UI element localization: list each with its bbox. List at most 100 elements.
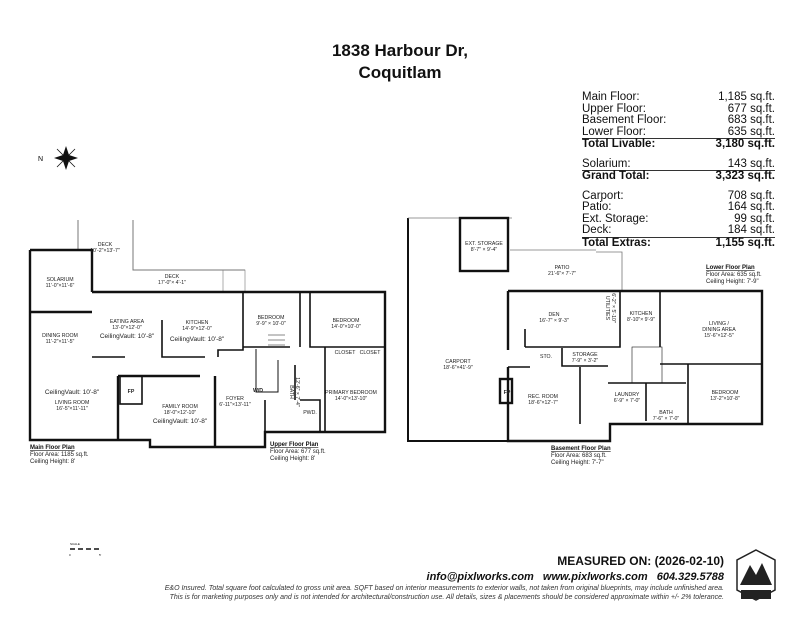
address-line-1: 1838 Harbour Dr, [331, 41, 469, 60]
kitchen-label: KITCHEN [186, 320, 209, 326]
bedroom-dim: 13'-2"×10'-8" [710, 396, 740, 402]
area-row: Deck: 184 sq.ft. [582, 224, 775, 237]
lower-ceiling-height: Ceiling Height: 7'-9" [706, 279, 759, 285]
area-label: Solarium: [582, 157, 631, 170]
fireplace-label: FP [128, 389, 135, 395]
laundry-label: LAUNDRY [615, 392, 640, 398]
eating-area-vault: CeilingVault: 10'-8" [100, 333, 155, 340]
bedroom-label: BEDROOM [712, 390, 739, 396]
upper-floor-area: Floor Area: 677 sq.ft. [270, 449, 326, 455]
area-value: 708 sq.ft. [727, 189, 775, 202]
area-label: Patio: [582, 201, 612, 213]
basement-floor-plan-title: Basement Floor Plan [551, 446, 611, 452]
closet-label: CLOSET [360, 350, 382, 356]
utilities-dim: 6'-2" × 5'-10" [610, 293, 616, 323]
bath-dim: 12'-6" × 7'-4" [294, 377, 300, 407]
scale-label: SCALE [70, 542, 80, 546]
storage-closet-label: STO. [540, 354, 552, 360]
total-livable-value: 3,180 sq.ft. [715, 138, 775, 150]
area-row: Upper Floor: 677 sq.ft. [582, 102, 775, 116]
area-label: Upper Floor: [582, 102, 646, 115]
area-label: Carport: [582, 189, 624, 202]
area-summary: Main Floor: 1,185 sq.ft. Upper Floor: 677 s… [582, 91, 775, 249]
area-value: 184 sq.ft. [727, 224, 775, 236]
kitchen-vault: CeilingVault: 10'-8" [170, 336, 225, 343]
measured-on: MEASURED ON: (2026-02-10) [557, 554, 724, 568]
bath-label: BATH [659, 410, 673, 416]
eating-area-dim: 13'-0"×12'-0" [112, 325, 142, 331]
grand-total-label: Grand Total: [582, 170, 650, 182]
area-label: Lower Floor: [582, 125, 646, 138]
living-dining-label-2: DINING AREA [702, 327, 736, 333]
lower-floor-area: Floor Area: 635 sq.ft. [706, 272, 762, 278]
area-label: Basement Floor: [582, 114, 667, 126]
compass-north-label: N [38, 156, 43, 163]
living-room-label: LIVING ROOM [55, 400, 90, 406]
area-value: 99 sq.ft. [734, 212, 775, 225]
den-label: DEN [549, 312, 560, 318]
family-room-dim: 18'-0"×12'-10" [164, 410, 197, 416]
foyer-label: FOYER [226, 396, 244, 402]
area-row: Patio: 164 sq.ft. [582, 201, 775, 214]
scale-bar: SCALE 0 5' [69, 542, 102, 557]
carport-label: CARPORT [445, 359, 471, 365]
storage-dim: 7'-9" × 3'-2" [572, 358, 599, 364]
bedroom-dim: 14'-0"×10'-0" [331, 324, 361, 330]
kitchen-dim: 8'-10"× 9'-9" [627, 317, 655, 323]
family-room-label: FAMILY ROOM [162, 404, 198, 410]
area-row: Ext. Storage:99 sq.ft. [582, 212, 775, 226]
area-label: Main Floor: [582, 91, 640, 103]
website-link[interactable]: www.pixlworks.com [542, 571, 648, 583]
bath-label: BATH [288, 385, 294, 399]
basement-lower-floor-walls [407, 216, 764, 443]
area-value: 164 sq.ft. [727, 201, 775, 213]
deck-dim: 10'-2"×13'-7" [90, 248, 120, 254]
primary-bedroom-label: PRIMARY BEDROOM [325, 390, 377, 396]
solarium-dim: 11'-0"×11'-6" [46, 283, 75, 289]
rec-room-dim: 18'-6"×12'-7" [528, 400, 558, 406]
fireplace-label: FP [504, 390, 511, 396]
bedroom-dim: 9'-9" × 10'-0" [256, 321, 286, 327]
deck-label: DECK [98, 242, 113, 248]
rec-room-label: REC. ROOM [528, 394, 558, 400]
area-value: 143 sq.ft. [727, 157, 775, 170]
lower-floor-plan-title: Lower Floor Plan [706, 265, 755, 271]
area-label: Deck: [582, 224, 612, 236]
utilities-label: UTILITIES [604, 296, 610, 321]
upper-floor-plan-title: Upper Floor Plan [270, 442, 319, 448]
laundry-dim: 6'-9" × 7'-0" [614, 398, 641, 404]
deck-label: DECK [165, 274, 180, 280]
closet-label: CLOSET [335, 350, 357, 356]
phone-number: 604.329.5788 [656, 571, 724, 583]
area-value: 1,185 sq.ft. [718, 91, 775, 103]
den-dim: 16'-7" × 9'-3" [539, 318, 569, 324]
dining-room-label: DINING ROOM [42, 333, 78, 339]
total-livable-label: Total Livable: [582, 138, 656, 150]
basement-ceiling-height: Ceiling Height: 7'-7" [551, 460, 604, 466]
washer-dryer-label: W/D [253, 388, 263, 394]
total-extras-value: 1,155 sq.ft. [715, 236, 775, 249]
bedroom-label: BEDROOM [333, 318, 360, 324]
bath-dim: 7'-6" × 7'-0" [653, 416, 680, 422]
area-value: 677 sq.ft. [727, 102, 775, 115]
bedroom-label: BEDROOM [258, 315, 285, 321]
disclaimer-line-1: E&O Insured. Total square foot calculate… [164, 585, 724, 592]
ext-storage-dim: 8'-7" × 9'-4" [471, 247, 498, 253]
total-extras-label: Total Extras: [582, 236, 651, 249]
ext-storage-label: EXT. STORAGE [465, 241, 503, 247]
storage-label: STORAGE [572, 352, 598, 358]
solarium-label: SOLARIUM [46, 277, 73, 283]
patio-dim: 21'-6"× 7'-7" [548, 271, 576, 277]
living-room-dim: 16'-5"×11'-11" [56, 406, 88, 412]
pixlworks-logo [736, 549, 776, 601]
kitchen-label: KITCHEN [630, 311, 653, 317]
area-value: 635 sq.ft. [727, 125, 775, 138]
basement-floor-area: Floor Area: 683 sq.ft. [551, 453, 607, 459]
contact-info: info@pixlworks.com www.pixlworks.com 604… [421, 571, 724, 583]
scale-start: 0 [69, 553, 71, 557]
grand-total-value: 3,323 sq.ft. [715, 170, 775, 182]
upper-ceiling-height: Ceiling Height: 8' [270, 456, 315, 462]
area-row: Basement Floor:683 sq.ft. [582, 114, 775, 127]
email-link[interactable]: info@pixlworks.com [426, 571, 534, 583]
